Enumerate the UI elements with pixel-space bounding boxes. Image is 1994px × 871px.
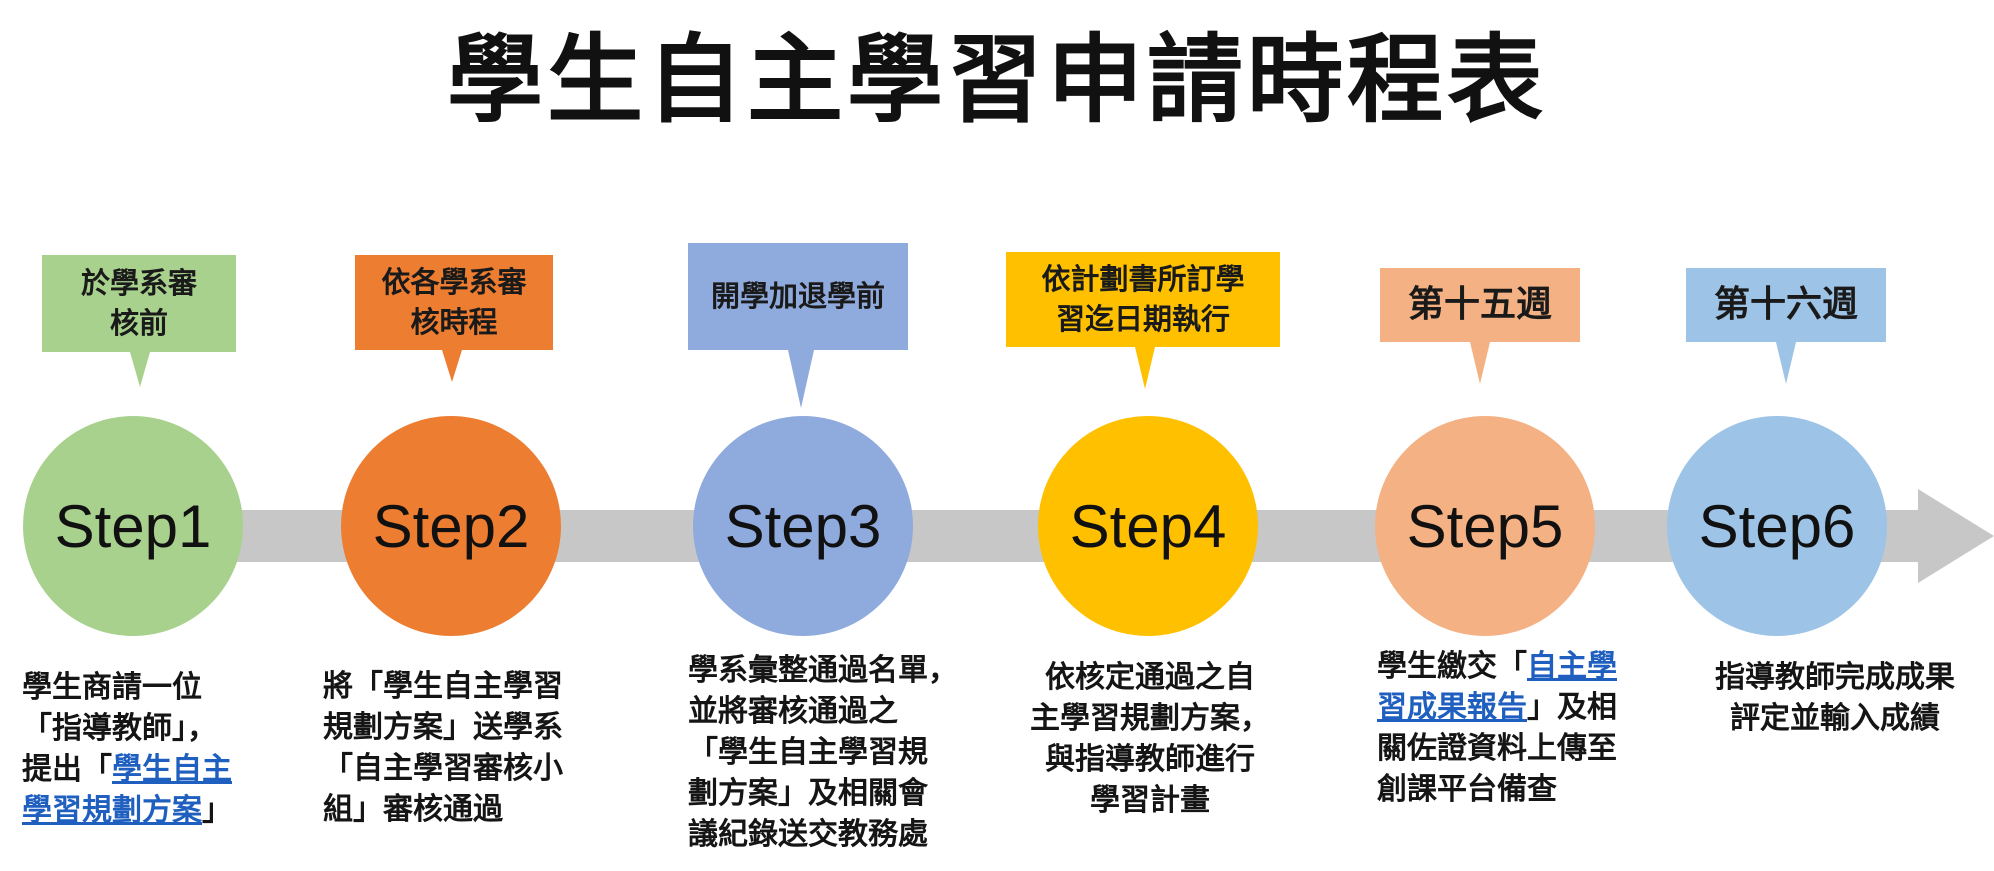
description-line: 學生商請一位 [22,667,232,708]
step1-description: 學生商請一位 「指導教師」， 提出「學生自主 學習規劃方案」 [22,667,232,831]
description-text: 」 [202,793,232,829]
description-line: 與指導教師進行 [1045,742,1255,778]
description-line: 劃方案」及相關會 [688,776,928,812]
description-line: 規劃方案」送學系 [323,710,563,746]
report-document-link[interactable]: 自主學 [1527,649,1617,684]
step6-callout-pointer [1776,342,1796,384]
description-line: 主學習規劃方案， [1030,701,1270,737]
plan-document-link[interactable]: 學生自主 [112,752,232,788]
step1-timing-callout: 於學系審 核前 [42,255,236,352]
description-line: 依核定通過之自 [1045,660,1255,695]
description-line: 學習計畫 [1090,783,1210,819]
step4-timing-line: 習迄日期執行 [1055,301,1230,336]
step2-timing-callout: 依各學系審 核時程 [355,255,553,350]
step5-description: 學生繳交「自主學 習成果報告」及相 關佐證資料上傳至 創課平台備查 [1377,646,1617,810]
step5-callout-pointer [1470,342,1490,384]
description-line: 學習規劃方案」 [22,790,232,831]
description-line: 組」審核通過 [323,792,503,828]
description-line: 「指導教師」， [22,708,232,749]
step5-circle: Step5 [1375,416,1595,636]
description-line: 評定並輸入成績 [1730,701,1940,737]
step2-circle: Step2 [341,416,561,636]
description-line: 提出「學生自主 [22,749,232,790]
report-document-link[interactable]: 習成果報告 [1377,690,1527,726]
step1-timing-line: 於學系審 [80,266,197,301]
step5-timing-callout: 第十五週 [1380,268,1580,342]
step4-timing-callout: 依計劃書所訂學 習迄日期執行 [1006,252,1280,347]
step2-timing-line: 核時程 [410,304,498,339]
description-text: 「指導教師」， [22,711,217,747]
timeline-arrow-head [1918,489,1994,583]
step6-timing-callout: 第十六週 [1686,268,1886,342]
step2-callout-pointer [442,350,462,382]
step3-circle: Step3 [693,416,913,636]
description-line: 習成果報告」及相 [1377,687,1617,728]
description-text: 學生繳交「 [1377,649,1527,684]
step6-timing-line: 第十六週 [1713,283,1858,325]
step3-description: 學系彙整通過名單， 並將審核通過之 「學生自主學習規 劃方案」及相關會 議紀錄送… [688,650,958,855]
description-line: 關佐證資料上傳至 [1377,731,1617,767]
step2-description: 將「學生自主學習 規劃方案」送學系 「自主學習審核小 組」審核通過 [323,666,563,830]
step1-circle: Step1 [23,416,243,636]
step6-circle: Step6 [1667,416,1887,636]
step4-timing-line: 依計劃書所訂學 [1041,262,1245,297]
step4-description: 依核定通過之自 主學習規劃方案， 與指導教師進行 學習計畫 [1010,657,1290,821]
step2-timing-line: 依各學系審 [381,265,527,300]
description-line: 學系彙整通過名單， [688,653,958,688]
step6-description: 指導教師完成成果 評定並輸入成績 [1690,657,1980,739]
description-line: 創課平台備查 [1377,772,1557,808]
step3-callout-pointer [788,350,814,408]
description-line: 「學生自主學習規 [688,735,928,771]
step4-callout-pointer [1135,347,1155,389]
description-line: 將「學生自主學習 [323,669,563,704]
step4-circle: Step4 [1038,416,1258,636]
description-line: 「自主學習審核小 [323,751,563,787]
description-line: 指導教師完成成果 [1715,660,1955,695]
step3-timing-line: 開學加退學前 [710,278,885,313]
description-line: 議紀錄送交教務處 [688,817,928,853]
step5-timing-line: 第十五週 [1407,283,1552,325]
description-text: 」及相 [1527,690,1617,726]
description-line: 並將審核通過之 [688,694,898,730]
step1-timing-line: 核前 [109,305,168,340]
description-text: 提出「 [22,752,112,788]
description-text: 學生商請一位 [22,670,202,705]
plan-document-link[interactable]: 學習規劃方案 [22,793,202,829]
page-title: 學生自主學習申請時程表 [447,24,1547,136]
description-line: 學生繳交「自主學 [1377,646,1617,687]
step1-callout-pointer [130,352,150,387]
step3-timing-callout: 開學加退學前 [688,243,908,350]
